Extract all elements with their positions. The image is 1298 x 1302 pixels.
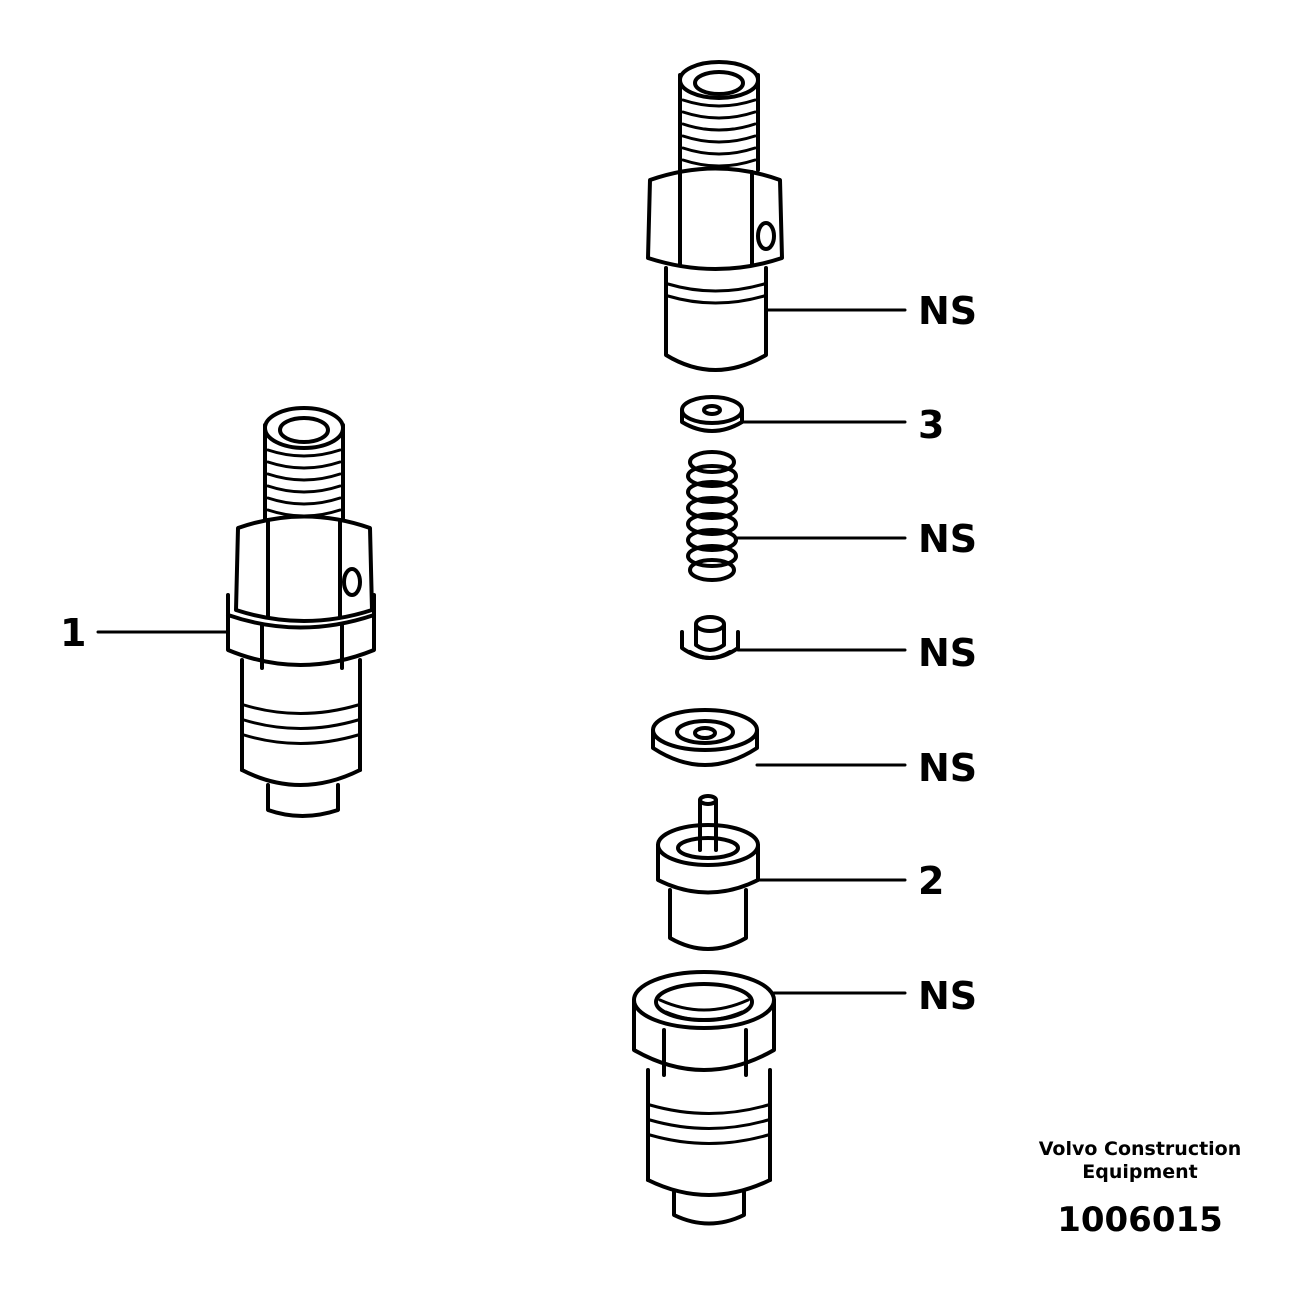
leader-lines — [96, 308, 907, 995]
pressure-pin — [680, 615, 740, 660]
pressure-spring — [686, 450, 738, 582]
nozzle-nut — [632, 970, 776, 1226]
callout-label-1: 1 — [60, 611, 87, 655]
callout-label-2: 2 — [918, 859, 945, 903]
nozzle-holder-body — [646, 60, 784, 372]
injector-assembly — [226, 406, 376, 818]
brand-line-2: Equipment — [1082, 1160, 1198, 1183]
brand-caption: Volvo Construction Equipment — [1020, 1138, 1260, 1184]
callout-label-ns-spring: NS — [918, 517, 978, 561]
intermediate-plate — [651, 708, 759, 767]
callout-label-ns-body: NS — [918, 289, 978, 333]
shim-washer — [680, 395, 744, 433]
brand-line-1: Volvo Construction — [1038, 1138, 1242, 1160]
callout-label-ns-pin: NS — [918, 631, 978, 675]
injection-nozzle — [656, 794, 760, 951]
callout-label-ns-nut: NS — [918, 974, 978, 1018]
reference-number: 1006015 — [1057, 1200, 1223, 1240]
callout-label-3: 3 — [918, 403, 945, 447]
callout-label-ns-plate: NS — [918, 746, 978, 790]
